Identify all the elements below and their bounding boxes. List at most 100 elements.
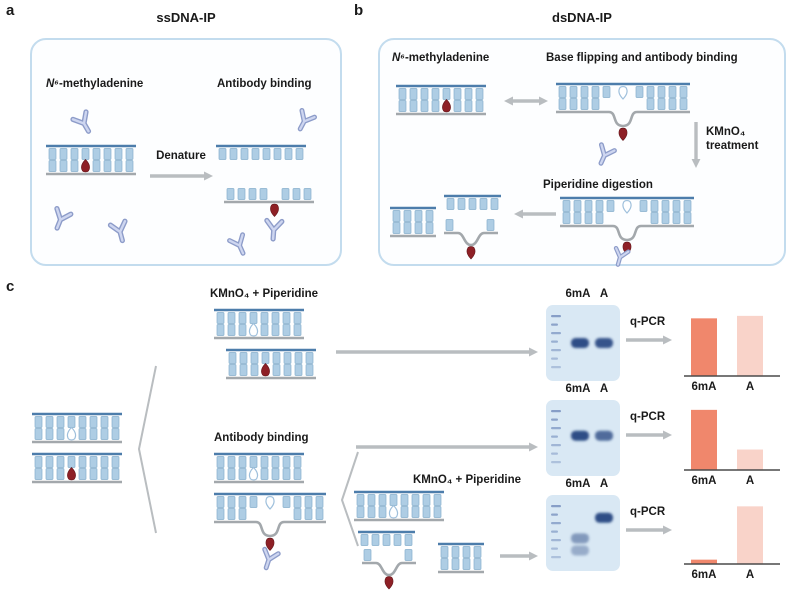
- adenine-outline-mark: [66, 426, 77, 441]
- panel-a-label: a: [6, 2, 15, 19]
- gel-band: [595, 512, 613, 523]
- 6ma-mark: [261, 363, 270, 377]
- gel-band: [571, 533, 589, 544]
- gel-ladder-mark: [551, 357, 558, 360]
- kmno4-treatment-arrow: [691, 122, 701, 168]
- dna-duplex: [390, 206, 436, 238]
- bar-A: [737, 449, 763, 470]
- dna-duplex: [214, 308, 304, 340]
- gel-lane-label-6ma: 6mA: [565, 478, 591, 490]
- dna-duplex: [32, 412, 122, 444]
- panel-a-antibody-caption: Antibody binding: [217, 78, 312, 90]
- gel-ladder-mark: [551, 410, 561, 413]
- bar-category-label: A: [746, 569, 754, 581]
- top-branch-label: KMnO₄ + Piperidine: [210, 288, 319, 300]
- 6ma-mark: [265, 537, 275, 551]
- dna-duplex-base-flipped: [214, 492, 326, 551]
- adenine-outline-mark: [618, 85, 628, 100]
- ssdna-top-strand: [358, 530, 415, 546]
- branch-bracket: [138, 365, 157, 534]
- denature-label: Denature: [156, 150, 206, 162]
- antibody-icon: [227, 232, 246, 256]
- branch-bracket: [341, 451, 359, 547]
- kmno4-treatment-label-line1: KMnO₄: [706, 126, 746, 138]
- qpcr-label: q-PCR: [630, 506, 666, 518]
- kmno4-treatment-label-line2: treatment: [706, 140, 759, 152]
- to-gel-arrow: [336, 347, 538, 357]
- gel-band: [571, 545, 589, 556]
- antibody-icon: [107, 218, 128, 244]
- equilibrium-arrow: [504, 96, 548, 106]
- antibody-icon: [264, 217, 285, 242]
- gel3-lane-labels: 6mA A: [546, 478, 620, 492]
- gel-lane-label-a: A: [599, 383, 609, 395]
- 6ma-mark: [442, 99, 451, 113]
- gel-lane-label-6ma: 6mA: [565, 288, 591, 300]
- bottom-branch-label: KMnO₄ + Piperidine: [413, 474, 522, 486]
- dna-duplex: [32, 452, 122, 484]
- gel-ladder-mark: [551, 366, 561, 369]
- gel-ladder-mark: [551, 435, 558, 438]
- antibody-icon: [70, 109, 92, 134]
- bar-category-label: A: [746, 475, 754, 487]
- dna-duplex: [46, 144, 136, 176]
- antibody-icon: [297, 107, 317, 132]
- gel-image: [546, 495, 620, 571]
- gel-ladder-mark: [551, 556, 561, 559]
- n6-prefix: N⁶: [392, 52, 405, 64]
- gel-lane-label-a: A: [599, 288, 609, 300]
- gel-image: [546, 305, 620, 381]
- bar-6mA: [691, 409, 717, 470]
- adenine-outline-mark: [248, 322, 259, 337]
- denature-arrow: [150, 171, 213, 181]
- adenine-outline-mark: [622, 199, 632, 214]
- qpcr-arrow: [626, 525, 672, 535]
- 6ma-mark: [270, 203, 279, 217]
- ssdna-bottom-strand: [224, 188, 314, 217]
- panel-c-label: c: [6, 278, 15, 295]
- 6ma-mark: [618, 127, 628, 141]
- qpcr-arrow: [626, 335, 672, 345]
- panel-a-title: ssDNA-IP: [156, 10, 216, 25]
- gel-ladder-mark: [551, 418, 558, 421]
- middle-branch-label: Antibody binding: [214, 432, 309, 444]
- antibody-icon: [613, 245, 631, 267]
- gel-ladder-mark: [551, 539, 561, 542]
- piperidine-digestion-label: Piperidine digestion: [543, 179, 653, 191]
- adenine-outline-mark: [248, 466, 259, 481]
- gel-ladder-mark: [551, 323, 558, 326]
- gel-ladder-mark: [551, 349, 561, 352]
- gel-ladder-mark: [551, 452, 558, 455]
- cleaved-fragment: [444, 219, 498, 260]
- adenine-outline-mark: [265, 495, 275, 510]
- gel-band: [571, 430, 589, 441]
- antibody-icon: [54, 205, 74, 231]
- gel-lane-label-6ma: 6mA: [565, 383, 591, 395]
- gel-ladder-mark: [551, 427, 561, 430]
- qpcr-bar-chart: 6mA A: [684, 409, 780, 487]
- dna-duplex-base-flipped: [556, 82, 690, 141]
- ssdna-top-strand: [216, 144, 306, 160]
- panel-b-label: b: [354, 2, 364, 19]
- dna-duplex-base-flipped: [560, 196, 694, 255]
- antibody-icon: [598, 142, 617, 166]
- methyladenine-rest: -methyladenine: [58, 78, 144, 90]
- dna-duplex: [354, 490, 444, 522]
- qpcr-bar-chart: 6mA A: [684, 506, 780, 581]
- bar-6mA: [691, 318, 717, 376]
- 6ma-mark: [384, 576, 394, 590]
- bar-6mA: [691, 559, 717, 564]
- ssdna-top-strand: [444, 194, 501, 210]
- qpcr-label: q-PCR: [630, 411, 666, 423]
- gel-ladder-mark: [551, 315, 561, 318]
- bar-category-label: 6mA: [692, 569, 717, 581]
- n6-prefix: N⁶: [46, 78, 59, 90]
- panel-b-6ma-caption: N⁶-methyladenine: [392, 52, 489, 64]
- bar-category-label: 6mA: [692, 475, 717, 487]
- bar-category-label: 6mA: [692, 381, 717, 393]
- bar-A: [737, 315, 763, 376]
- gel-lane-label-a: A: [599, 478, 609, 490]
- gel-ladder-mark: [551, 461, 561, 464]
- gel-band: [571, 338, 589, 348]
